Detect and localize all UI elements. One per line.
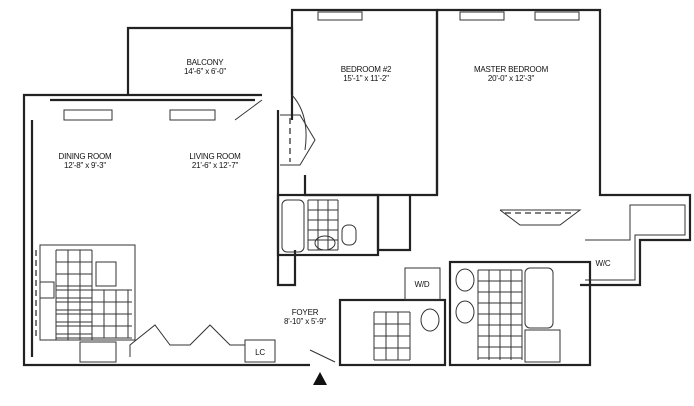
window: [317, 11, 363, 21]
washer-dryer-label: W/D: [414, 280, 430, 289]
closet: [499, 209, 582, 226]
door: [291, 94, 307, 151]
sink: [39, 281, 55, 299]
sink: [455, 268, 475, 292]
linen-closet-label: LC: [255, 348, 265, 357]
entry-arrow-icon: [313, 372, 327, 385]
shower: [524, 329, 561, 363]
washer-dryer: [404, 267, 441, 301]
toilet: [341, 224, 357, 246]
window: [459, 11, 505, 21]
linen-closet: [244, 339, 276, 363]
bathtub: [524, 267, 554, 329]
closet: [129, 324, 246, 357]
bathroom2: [276, 193, 380, 257]
fridge: [79, 341, 117, 363]
stove: [95, 261, 117, 287]
closet: [280, 114, 316, 166]
sink: [455, 300, 475, 324]
window: [534, 11, 580, 21]
window: [63, 109, 113, 121]
walk-in-closet: [585, 204, 686, 281]
bathtub: [281, 199, 305, 253]
entry-door: [309, 349, 336, 363]
living-dining-wall: [22, 93, 310, 367]
window: [169, 109, 216, 121]
sink: [420, 308, 440, 332]
walk-in-closet-label: W/C: [595, 259, 611, 268]
master-bath: [448, 260, 592, 367]
bathroom1: [338, 298, 447, 367]
master-wall: [437, 8, 692, 287]
door: [234, 99, 263, 121]
